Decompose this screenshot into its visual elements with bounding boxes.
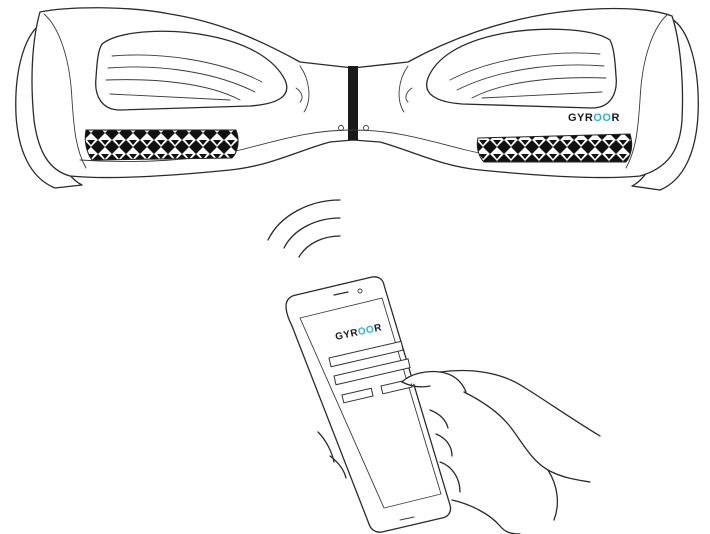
wireless-signal-icon xyxy=(268,200,340,257)
smartphone xyxy=(286,277,451,532)
hoverboard-brand-text: GYROOR xyxy=(568,112,620,124)
right-led-strip xyxy=(477,134,631,162)
phone-in-hand: GYROOR xyxy=(286,277,600,534)
infinity-logo-icon: OO xyxy=(593,112,611,124)
hoverboard: GYROOR xyxy=(16,8,698,190)
left-led-strip xyxy=(85,130,238,160)
hoverboard-brand-logo: GYROOR xyxy=(568,112,620,124)
